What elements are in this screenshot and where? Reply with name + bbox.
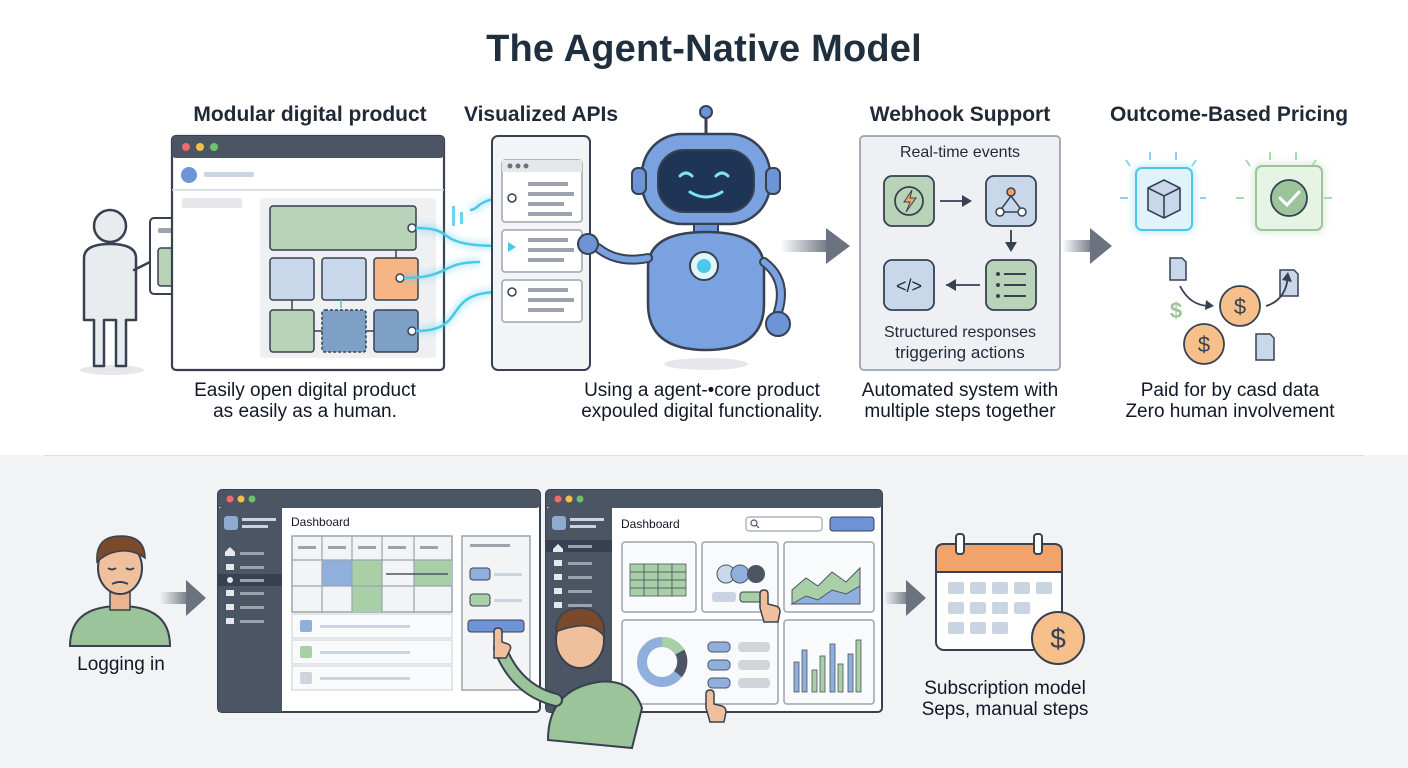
dollar-coin-icon: $ [1219, 285, 1261, 327]
webhook-panel-bottom-line2: triggering actions [895, 343, 1025, 362]
section-title-modular: Modular digital product [193, 103, 427, 126]
caption-subscription-line2: Seps, manual steps [921, 699, 1089, 720]
caption-pricing-line2: Zero human involvement [1125, 401, 1335, 422]
pointing-user-icon [493, 607, 644, 750]
person-icon [80, 208, 164, 375]
search-icon [750, 519, 760, 529]
top-diagram: </> $ $ $ [80, 105, 1332, 375]
caption-pricing: Paid for by casd data Zero human involve… [1110, 380, 1350, 422]
caption-modular: Easily open digital product as easily as… [160, 380, 450, 422]
svg-text:$: $ [1170, 298, 1182, 323]
webhook-icon [985, 175, 1037, 227]
page-title: The Agent-Native Model [486, 28, 922, 70]
hand-pointer-icon [759, 589, 781, 623]
caption-pricing-line1: Paid for by casd data [1140, 380, 1320, 401]
svg-text:$: $ [1050, 623, 1066, 654]
caption-modular-line2: as easily as a human. [213, 401, 397, 422]
legacy-diagram: $ [68, 489, 1085, 750]
calendar-icon [935, 533, 1063, 651]
caption-apis-line1: Using a agent-•core product [584, 380, 820, 401]
section-divider [44, 455, 1364, 456]
section-title-pricing: Outcome-Based Pricing [1109, 103, 1349, 126]
svg-text:</>: </> [896, 276, 922, 296]
dollar-coin-icon: $ [1183, 323, 1225, 365]
caption-subscription: Subscription model Seps, manual steps [900, 678, 1110, 720]
robot-icon [577, 105, 791, 370]
dollar-coin-icon: $ [1031, 611, 1085, 665]
tired-user-icon [68, 535, 172, 647]
section-title-webhook: Webhook Support [869, 103, 1051, 126]
section-title-apis: Visualized APIs [463, 103, 619, 126]
webhook-panel-bottom-label: Structured responses triggering actions [860, 323, 1060, 363]
webhook-panel-top-label: Real-time events [899, 144, 1021, 161]
webhook-panel-bottom-line1: Structured responses [883, 324, 1037, 341]
caption-webhook-line1: Automated system with [861, 380, 1059, 401]
hand-pointer-icon [705, 689, 727, 723]
dashboard-left-title: Dashboard [291, 515, 350, 529]
document-icon [1255, 333, 1275, 361]
caption-subscription-line1: Subscription model [924, 678, 1086, 699]
home-icon [225, 547, 235, 556]
user-label: Logging in [77, 654, 165, 675]
caption-modular-line1: Easily open digital product [194, 380, 416, 401]
svg-text:$: $ [1198, 332, 1210, 357]
svg-text:$: $ [1234, 294, 1246, 319]
code-icon [883, 259, 935, 311]
caption-webhook: Automated system with multiple steps tog… [840, 380, 1080, 422]
caption-apis-line2: expouled digital functionality. [581, 401, 823, 422]
caption-apis: Using a agent-•core product expouled dig… [552, 380, 852, 422]
document-icon [1169, 257, 1187, 281]
dashboard-right-title: Dashboard [621, 517, 680, 531]
caption-webhook-line2: multiple steps together [864, 401, 1056, 422]
